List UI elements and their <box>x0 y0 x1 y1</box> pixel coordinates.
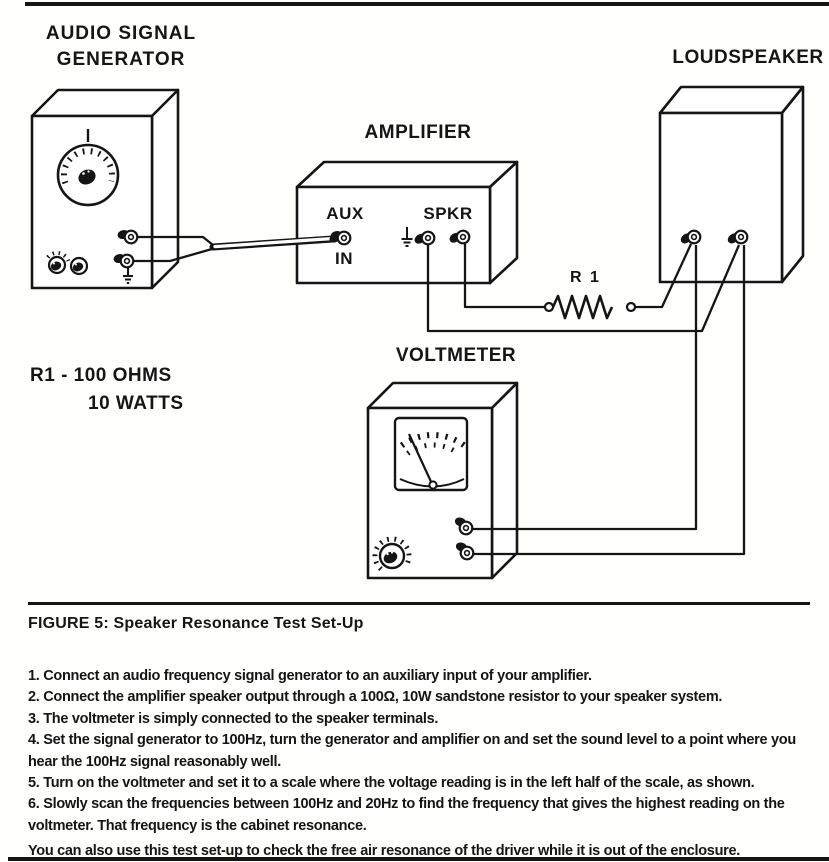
spkr-label: SPKR <box>423 204 473 223</box>
voltmeter <box>366 381 519 580</box>
loudspeaker <box>658 85 805 284</box>
loudspeaker-side-face <box>780 85 805 284</box>
generator-side-face <box>150 88 180 290</box>
generator-knob-left <box>47 255 67 275</box>
in-label: IN <box>335 249 353 268</box>
voltmeter-side-face <box>490 381 519 580</box>
generator-label: AUDIO SIGNAL GENERATOR <box>30 21 212 73</box>
voltmeter-label: VOLTMETER <box>395 345 517 366</box>
loudspeaker-front-face <box>658 111 784 284</box>
meter-needle-pivot <box>428 480 438 490</box>
knob-tick-rays <box>46 251 71 262</box>
top-rule <box>25 2 829 6</box>
resistor-r1 <box>543 294 637 320</box>
generator-knob-right <box>69 256 89 276</box>
r1-spec-note: R1 - 100 OHMS 10 WATTS <box>30 362 184 418</box>
amplifier-label: AMPLIFIER <box>364 122 472 143</box>
wire-speaker-left-to-voltmeter-top <box>472 245 698 531</box>
aux-label: AUX <box>326 204 364 223</box>
wiring <box>129 235 746 556</box>
r1-label: R 1 <box>570 269 601 286</box>
dial-knob <box>78 169 96 185</box>
meter-scale-inner-ticks <box>406 442 460 456</box>
meter-face <box>393 416 469 492</box>
wire-speaker-right-to-voltmeter-bottom <box>472 245 746 556</box>
instruction-step-4: 4. Set the signal generator to 100Hz, tu… <box>28 732 796 770</box>
instruction-step-2: 2. Connect the amplifier speaker output … <box>28 689 723 706</box>
wire-generator-bottom-lead <box>129 247 213 263</box>
wire-amp-common-to-speaker-right <box>426 244 741 333</box>
resistor-zigzag <box>551 294 614 320</box>
generator-label-line2: GENERATOR <box>56 49 186 70</box>
bottom-rule <box>8 857 829 861</box>
r1-spec-line2: 10 WATTS <box>88 393 184 414</box>
resistor-right-lug <box>625 301 637 313</box>
test-setup-diagram <box>30 85 805 580</box>
loudspeaker-top-face <box>658 85 805 115</box>
instruction-step-1: 1. Connect an audio frequency signal gen… <box>28 668 592 684</box>
loudspeaker-label: LOUDSPEAKER <box>672 47 824 68</box>
figure-caption: FIGURE 5: Speaker Resonance Test Set-Up <box>28 615 364 632</box>
amplifier-ground-symbol <box>401 227 413 247</box>
amplifier-top-face <box>295 160 519 189</box>
instruction-list: 1. Connect an audio frequency signal gen… <box>28 666 828 862</box>
meter-needle <box>408 433 434 487</box>
amplifier <box>295 160 519 285</box>
footer-note: You can also use this test set-up to che… <box>28 843 740 860</box>
wire-r1-to-speaker-left <box>635 243 693 309</box>
voltmeter-knob-rays <box>372 536 412 571</box>
wire-generator-top-lead <box>133 235 214 246</box>
resistor-left-lug <box>543 301 555 313</box>
signal-generator <box>30 88 180 290</box>
voltmeter-range-knob <box>378 542 406 570</box>
instruction-step-5: 5. Turn on the voltmeter and set it to a… <box>28 775 755 792</box>
instruction-step-3: 3. The voltmeter is simply connected to … <box>28 710 439 727</box>
r1-spec-line1: R1 - 100 OHMS <box>30 365 172 386</box>
wire-amp-spkr-to-r1 <box>463 243 545 309</box>
amplifier-front-face <box>295 185 492 285</box>
generator-label-line1: AUDIO SIGNAL <box>45 23 197 44</box>
figure-divider-rule <box>28 602 810 605</box>
instruction-step-6: 6. Slowly scan the frequencies between 1… <box>28 796 785 834</box>
